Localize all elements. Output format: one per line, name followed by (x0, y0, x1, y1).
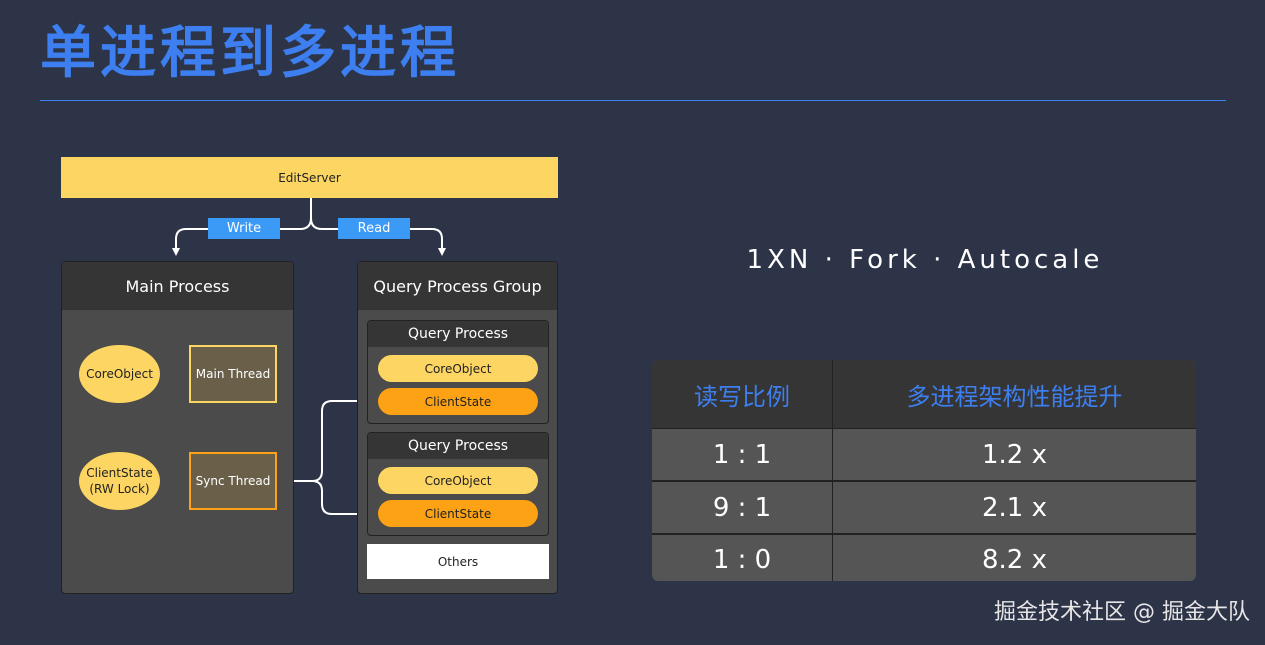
query-process-title-1: Query Process (368, 321, 548, 347)
clientstate-label: ClientState (86, 466, 153, 480)
table-cell-improvement: 8.2 x (982, 544, 1047, 575)
title-divider (40, 100, 1226, 101)
slide-title: 单进程到多进程 (40, 21, 460, 86)
table-row: 9 : 1 2.1 x (652, 480, 1196, 533)
query-coreobject-1: CoreObject (378, 355, 538, 382)
table-row: 1 : 1 1.2 x (652, 428, 1196, 480)
read-tag: Read (338, 218, 410, 239)
write-tag: Write (208, 218, 280, 239)
others-box: Others (367, 544, 549, 579)
main-thread-box: Main Thread (189, 345, 277, 403)
sync-thread-box: Sync Thread (189, 452, 277, 510)
table-row: 1 : 0 8.2 x (652, 533, 1196, 581)
table-cell-ratio: 1 : 0 (712, 544, 772, 575)
query-process-title-2: Query Process (368, 433, 548, 459)
main-process-panel (61, 261, 294, 594)
table-header-improvement: 多进程架构性能提升 (833, 360, 1196, 428)
rw-lock-label: (RW Lock) (89, 482, 150, 496)
clientstate1-to-syncthread (282, 400, 378, 485)
table-cell-ratio: 9 : 1 (712, 492, 772, 523)
table-cell-improvement: 2.1 x (982, 492, 1047, 523)
table-cell-improvement: 1.2 x (982, 439, 1047, 470)
main-process-title: Main Process (62, 262, 293, 310)
watermark: 掘金技术社区 @ 掘金大队 (994, 600, 1250, 625)
edit-server-box: EditServer (61, 157, 558, 198)
table-cell-ratio: 1 : 1 (712, 439, 772, 470)
tagline: 1XN · Fork · Autocale (746, 245, 1104, 275)
read-connector (310, 217, 446, 256)
main-coreobject-node: CoreObject (79, 345, 160, 403)
query-coreobject-2: CoreObject (378, 467, 538, 494)
clientstate2-to-syncthread (311, 480, 378, 515)
query-group-title: Query Process Group (358, 262, 557, 310)
query-clientstate-2: ClientState (378, 500, 538, 527)
performance-table: 读写比例 多进程架构性能提升 1 : 1 1.2 x 9 : 1 2.1 x 1… (652, 360, 1196, 581)
table-header-ratio: 读写比例 (652, 360, 832, 428)
table-header-row: 读写比例 多进程架构性能提升 (652, 360, 1196, 428)
query-clientstate-1: ClientState (378, 388, 538, 415)
main-clientstate-node: ClientState (RW Lock) (79, 452, 160, 510)
query-group-panel (357, 261, 558, 594)
